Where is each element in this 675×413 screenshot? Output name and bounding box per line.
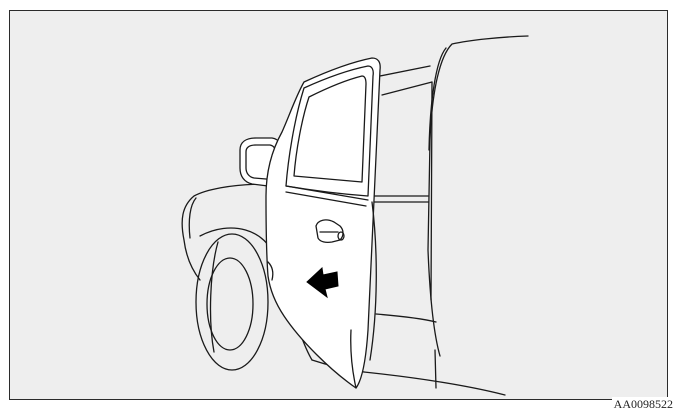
figure-id-label: AA0098522 xyxy=(612,397,673,412)
front-wheel xyxy=(196,234,268,370)
